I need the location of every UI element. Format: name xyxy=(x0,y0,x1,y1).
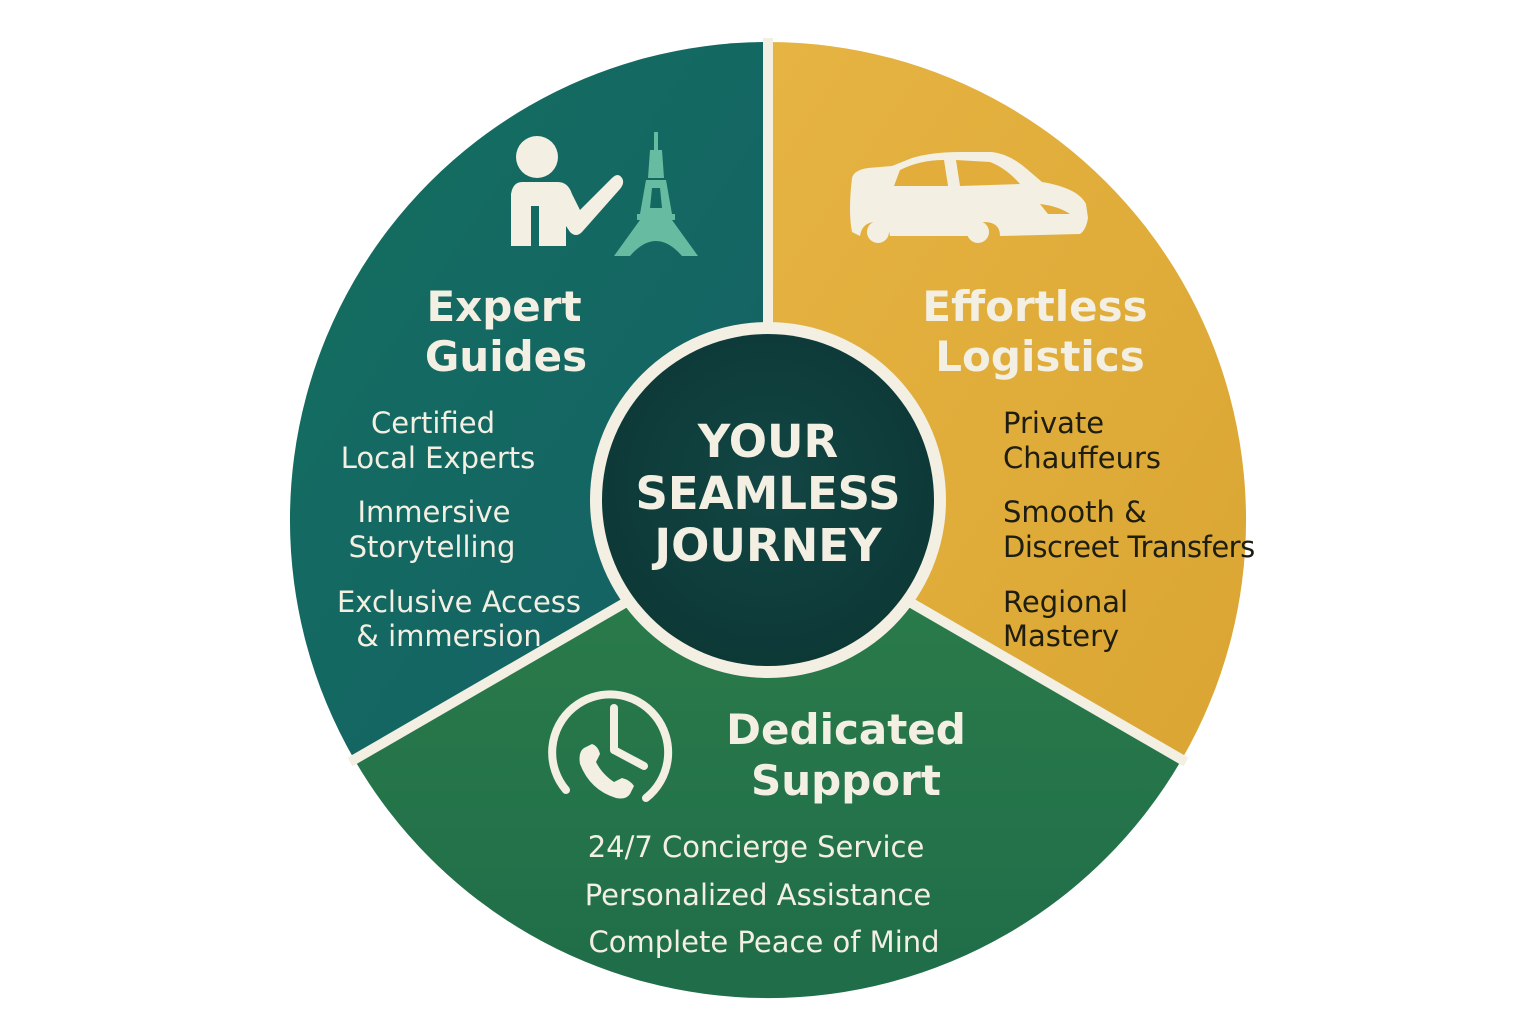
center-title-line-1: YOUR xyxy=(697,415,839,468)
logistics-title-line-2: Logistics xyxy=(935,332,1145,381)
guides-title-line-1: Expert xyxy=(426,282,582,331)
support-item-3: Complete Peace of Mind xyxy=(588,925,940,959)
guides-item-1-line-2: Local Experts xyxy=(340,441,536,475)
logistics-title-line-1: Effortless xyxy=(922,282,1148,331)
eiffel-tower-icon xyxy=(614,132,698,256)
support-title-line-2: Support xyxy=(751,756,941,805)
guide-person-icon xyxy=(511,136,624,246)
center-title-line-3: JOURNEY xyxy=(654,519,882,572)
logistics-item-1-line-1: Private xyxy=(1003,406,1105,440)
support-title-line-1: Dedicated xyxy=(726,705,966,754)
guides-item-2-line-1: Immersive xyxy=(357,495,511,529)
guides-item-3-line-2: & immersion xyxy=(356,619,542,653)
guides-item-1-line-1: Certified xyxy=(371,406,495,440)
support-item-1: 24/7 Concierge Service xyxy=(587,830,925,864)
guides-item-3-line-1: Exclusive Access xyxy=(336,585,582,619)
logistics-item-2-line-2: Discreet Transfers xyxy=(1003,530,1255,564)
logistics-item-3-line-1: Regional xyxy=(1003,585,1129,619)
logistics-item-2-line-1: Smooth & xyxy=(1003,495,1147,529)
logistics-item-1-line-2: Chauffeurs xyxy=(1003,441,1162,475)
center-hub xyxy=(602,334,934,666)
center-title: YOUR SEAMLESS JOURNEY xyxy=(600,415,936,585)
guides-title-line-2: Guides xyxy=(424,332,588,381)
phone-clock-icon xyxy=(548,690,673,802)
support-item-2: Personalized Assistance xyxy=(584,878,932,912)
logistics-item-3-line-2: Mastery xyxy=(1003,619,1120,653)
guides-item-2-line-2: Storytelling xyxy=(348,530,516,564)
car-icon xyxy=(850,152,1088,243)
center-title-line-2: SEAMLESS xyxy=(635,467,901,520)
